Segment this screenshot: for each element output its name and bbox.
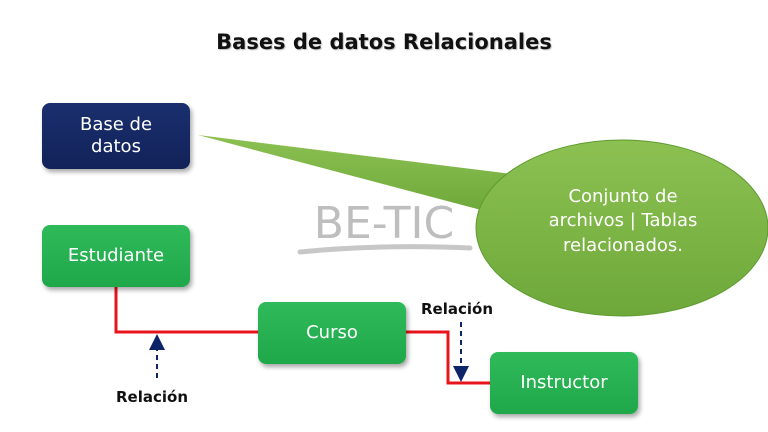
estudiante-box[interactable]: Estudiante: [42, 225, 190, 287]
callout-bubble: [198, 135, 768, 317]
watermark-text: BE-TIC: [314, 198, 454, 249]
curso-label: Curso: [306, 321, 358, 343]
curso-box[interactable]: Curso: [258, 302, 406, 364]
relation-label-1: Relación: [116, 388, 189, 406]
callout-line-2: archivos | Tablas: [548, 210, 698, 232]
relation-label-2: Relación: [421, 300, 494, 318]
callout-text: Conjunto de archivos | Tablas relacionad…: [478, 185, 768, 258]
connector-estudiante-curso: [114, 287, 258, 334]
instructor-box[interactable]: Instructor: [490, 352, 638, 414]
callout-line-3: relacionados.: [563, 234, 683, 256]
estudiante-label: Estudiante: [67, 244, 165, 266]
callout-line-1: Conjunto de: [568, 186, 678, 207]
database-box[interactable]: Base de datos: [42, 103, 190, 169]
watermark: BE-TIC: [297, 198, 473, 255]
connector-curso-instructor: [406, 330, 490, 385]
database-label: Base de datos: [79, 113, 153, 158]
watermark-underline: [297, 244, 473, 255]
page-title: Bases de datos Relacionales: [216, 30, 552, 54]
instructor-label: Instructor: [520, 371, 608, 393]
